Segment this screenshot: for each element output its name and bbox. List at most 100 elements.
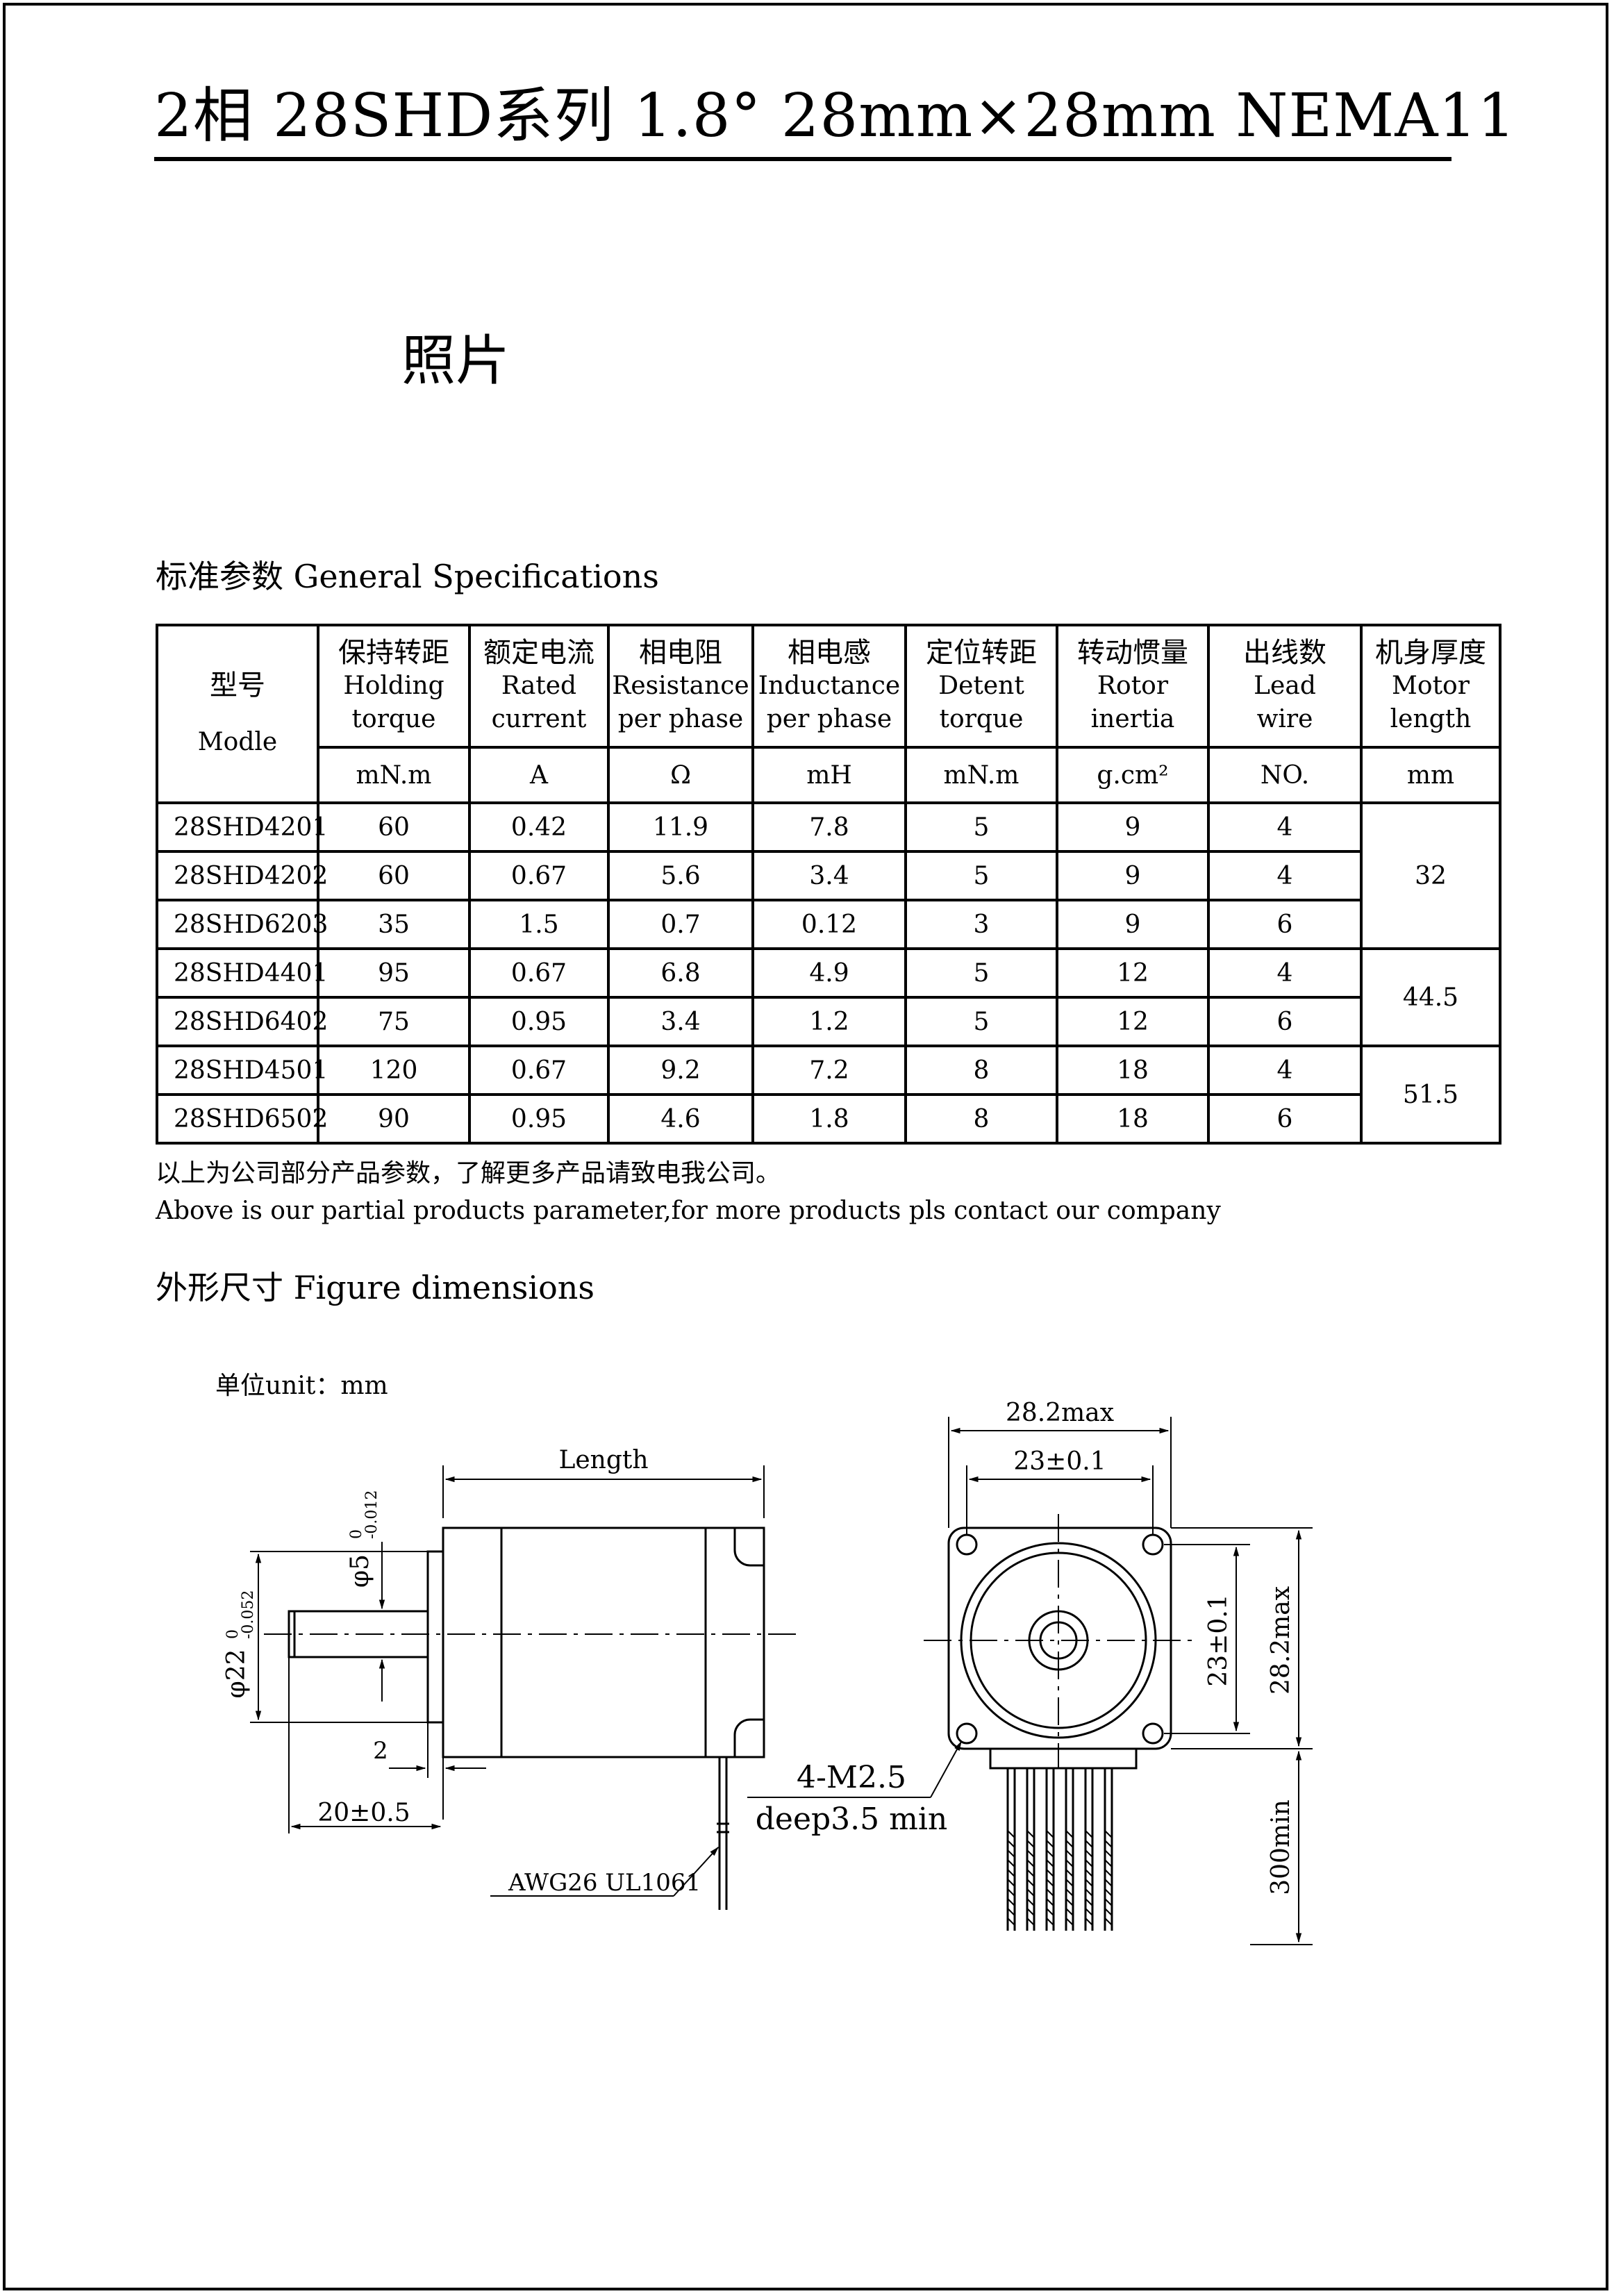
value-cell: 9 <box>1056 899 1210 950</box>
value-cell: 18 <box>1056 1093 1210 1145</box>
value-cell: 35 <box>317 899 471 950</box>
hole-spacing-v-label: 23±0.1 <box>1204 1594 1233 1686</box>
value-cell: 12 <box>1056 947 1210 999</box>
hole-spacing-label: 23±0.1 <box>1013 1447 1106 1476</box>
value-cell: 75 <box>317 996 471 1047</box>
value-cell: 4.9 <box>751 947 907 999</box>
unit-cell: mN.m <box>317 746 471 804</box>
model-cell: 28SHD4202 <box>156 850 328 901</box>
mount-hole <box>1142 1533 1164 1556</box>
page-title: 2相 28SHD系列 1.8° 28mm×28mm NEMA11 <box>154 78 1515 161</box>
dimensions-section-title: 外形尺寸 Figure dimensions <box>156 1269 595 1306</box>
value-cell: 9 <box>1056 801 1210 853</box>
unit-label: 单位unit：mm <box>215 1372 388 1400</box>
boss-dia-label: φ22 <box>222 1649 251 1698</box>
mount-hole <box>956 1533 978 1556</box>
value-cell: 7.8 <box>751 801 907 853</box>
boss-dia-tol-lower: -0.052 <box>240 1590 257 1639</box>
value-cell: 1.2 <box>751 996 907 1047</box>
value-cell: 1.5 <box>468 899 610 950</box>
value-cell: 4.6 <box>607 1093 754 1145</box>
value-cell: 0.7 <box>607 899 754 950</box>
front-view-dimensions <box>747 1417 1313 1945</box>
side-view-dimensions <box>250 1465 765 1897</box>
unit-cell: NO. <box>1207 746 1363 804</box>
mount-hole <box>956 1722 978 1745</box>
end-cap-notch <box>733 1718 764 1757</box>
value-cell: 5 <box>904 947 1058 999</box>
motor-length-cell: 51.5 <box>1360 1045 1501 1145</box>
value-cell: 0.12 <box>751 899 907 950</box>
value-cell: 1.8 <box>751 1093 907 1145</box>
value-cell: 3.4 <box>607 996 754 1047</box>
model-cell: 28SHD4501 <box>156 1045 328 1096</box>
body-height-max-label: 28.2max <box>1267 1586 1295 1695</box>
page-border <box>3 3 1608 2290</box>
value-cell: 0.95 <box>468 1093 610 1145</box>
unit-cell: A <box>468 746 610 804</box>
boss-height-label: 2 <box>373 1737 388 1765</box>
model-cell: 28SHD6402 <box>156 996 328 1047</box>
wire-exit <box>989 1747 1138 1770</box>
shaft-length-label: 20±0.5 <box>317 1799 410 1827</box>
unit-cell: g.cm² <box>1056 746 1210 804</box>
lead-wires <box>1006 1768 1113 1931</box>
shaft-dia-label: φ5 <box>346 1554 374 1588</box>
value-cell: 60 <box>317 850 471 901</box>
lead-length-label: 300min <box>1267 1799 1295 1895</box>
value-cell: 0.67 <box>468 1045 610 1096</box>
motor-length-cell: 44.5 <box>1360 947 1501 1047</box>
value-cell: 7.2 <box>751 1045 907 1096</box>
value-cell: 5 <box>904 850 1058 901</box>
specs-section-title: 标准参数 General Specifications <box>156 558 659 595</box>
value-cell: 6 <box>1207 1093 1363 1145</box>
thread-label: 4-M2.5 <box>797 1760 906 1795</box>
value-cell: 6 <box>1207 899 1363 950</box>
value-cell: 0.67 <box>468 947 610 999</box>
length-label: Length <box>558 1446 648 1474</box>
body-width-max-label: 28.2max <box>1006 1399 1114 1427</box>
unit-cell: mN.m <box>904 746 1058 804</box>
value-cell: 0.67 <box>468 850 610 901</box>
motor-length-cell: 32 <box>1360 801 1501 950</box>
value-cell: 6.8 <box>607 947 754 999</box>
side-view-labels: Length φ5 0 -0.012 φ22 0 -0.052 2 20±0.5… <box>222 1446 701 1897</box>
front-view-labels: 28.2max 23±0.1 23±0.1 28.2max 300min 4-M… <box>756 1399 1295 1895</box>
mount-hole <box>1142 1722 1164 1745</box>
value-cell: 4 <box>1207 801 1363 853</box>
side-view <box>264 1526 799 1910</box>
value-cell: 6 <box>1207 996 1363 1047</box>
value-cell: 3 <box>904 899 1058 950</box>
value-cell: 0.42 <box>468 801 610 853</box>
value-cell: 4 <box>1207 947 1363 999</box>
shaft-dia-tol-upper: 0 <box>348 1529 365 1539</box>
value-cell: 8 <box>904 1045 1058 1096</box>
end-cap-notch <box>733 1528 764 1567</box>
value-cell: 11.9 <box>607 801 754 853</box>
value-cell: 60 <box>317 801 471 853</box>
value-cell: 95 <box>317 947 471 999</box>
front-view <box>924 1514 1195 1770</box>
value-cell: 5.6 <box>607 850 754 901</box>
note-en: Above is our partial products parameter,… <box>156 1197 1221 1225</box>
value-cell: 0.95 <box>468 996 610 1047</box>
front-flange <box>947 1526 1172 1750</box>
flange-boss <box>426 1550 444 1724</box>
photo-label: 照片 <box>401 330 510 392</box>
value-cell: 90 <box>317 1093 471 1145</box>
model-cell: 28SHD6203 <box>156 899 328 950</box>
value-cell: 4 <box>1207 850 1363 901</box>
value-cell: 120 <box>317 1045 471 1096</box>
